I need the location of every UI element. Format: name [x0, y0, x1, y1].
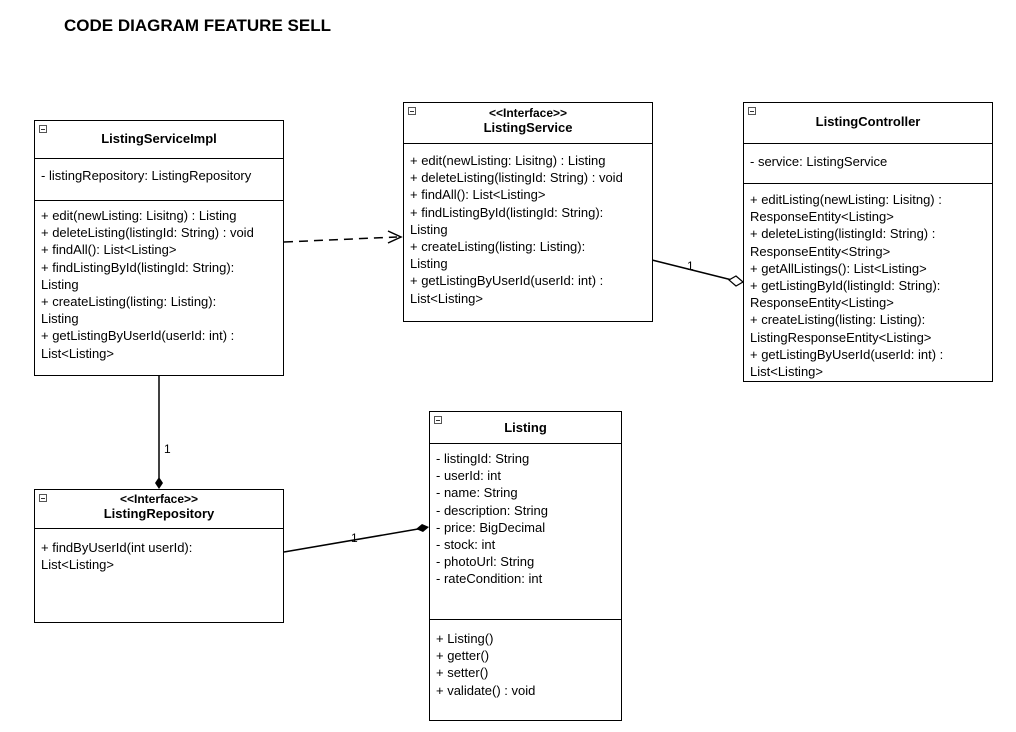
class-name: Listing — [504, 420, 547, 435]
multiplicity-service-controller: 1 — [687, 259, 694, 273]
class-name: ListingServiceImpl — [101, 131, 217, 146]
attribute: - price: BigDecimal — [436, 519, 546, 535]
attribute: - description: String — [436, 502, 548, 518]
collapse-icon[interactable] — [408, 107, 416, 115]
method: + getListingByUserId(userId: int) : List… — [410, 273, 604, 306]
realization-connector[interactable] — [283, 236, 398, 243]
aggregation-diamond — [727, 275, 745, 287]
methods-section: + Listing() + getter() + setter() + vali… — [430, 619, 621, 720]
multiplicity-repository-listing: 1 — [351, 531, 358, 545]
method: + Listing() — [436, 631, 494, 646]
class-listing-service-impl[interactable]: ListingServiceImpl - listingRepository: … — [34, 120, 284, 376]
realization-arrowhead — [387, 230, 403, 244]
composition-diamond-listing — [416, 524, 429, 532]
class-header: <<Interface>> ListingService — [404, 103, 652, 143]
method: + getAllListings(): List<Listing> — [750, 260, 927, 276]
interface-listing-repository[interactable]: <<Interface>> ListingRepository + findBy… — [34, 489, 284, 623]
method: + createListing(listing: Listing): Listi… — [41, 294, 217, 327]
attributes-section: - listingId: String - userId: int - name… — [430, 443, 621, 619]
attribute: - rateCondition: int — [436, 571, 543, 587]
class-header: ListingServiceImpl — [35, 121, 283, 158]
method: + deleteListing(listingId: String) : Res… — [750, 226, 936, 259]
methods-section: + edit(newListing: Lisitng) : Listing + … — [35, 200, 283, 375]
attribute: - listingId: String — [436, 451, 530, 466]
method: + getListingById(listingId: String): Res… — [750, 278, 941, 311]
attribute: - stock: int — [436, 537, 496, 553]
methods-section: + edit(newListing: Lisitng) : Listing + … — [404, 143, 652, 321]
diagram-title: CODE DIAGRAM FEATURE SELL — [64, 16, 331, 35]
method: + setter() — [436, 665, 489, 681]
class-name: ListingController — [815, 114, 921, 129]
attributes-section: - listingRepository: ListingRepository — [35, 158, 283, 200]
attribute: - service: ListingService — [750, 154, 888, 169]
method: + deleteListing(listingId: String) : voi… — [410, 170, 623, 186]
methods-section: + editListing(newListing: Lisitng) : Res… — [744, 183, 992, 381]
method: + edit(newListing: Lisitng) : Listing — [410, 153, 606, 168]
method: + getListingByUserId(userId: int) : List… — [41, 328, 235, 361]
class-name: ListingRepository — [103, 506, 215, 521]
method: + createListing(listing: Listing): Listi… — [410, 239, 586, 272]
class-header: ListingController — [744, 103, 992, 143]
class-listing-controller[interactable]: ListingController - service: ListingServ… — [743, 102, 993, 382]
method: + deleteListing(listingId: String) : voi… — [41, 225, 254, 241]
method: + findByUserId(int userId): List<Listing… — [41, 540, 193, 573]
method: + getListingByUserId(userId: int) : List… — [750, 346, 944, 380]
attribute: - photoUrl: String — [436, 554, 535, 570]
stereotype: <<Interface>> — [119, 492, 199, 506]
method: + getter() — [436, 648, 490, 664]
class-header: <<Interface>> ListingRepository — [35, 490, 283, 528]
attribute: - listingRepository: ListingRepository — [41, 168, 252, 183]
class-header: Listing — [430, 412, 621, 443]
attributes-section: - service: ListingService — [744, 143, 992, 183]
method: + validate() : void — [436, 682, 536, 698]
class-listing[interactable]: Listing - listingId: String - userId: in… — [429, 411, 622, 721]
multiplicity-impl-repository: 1 — [164, 442, 171, 456]
composition-diamond-repository — [155, 477, 163, 489]
attribute: - name: String — [436, 485, 518, 501]
repository-listing-connector[interactable] — [283, 528, 419, 553]
collapse-icon[interactable] — [434, 416, 442, 424]
attribute: - userId: int — [436, 468, 502, 484]
method: + findAll(): List<Listing> — [410, 187, 546, 203]
method: + editListing(newListing: Lisitng) : Res… — [750, 192, 942, 225]
collapse-icon[interactable] — [39, 494, 47, 502]
method: + findAll(): List<Listing> — [41, 242, 177, 258]
method: + findListingById(listingId: String): Li… — [41, 259, 235, 292]
methods-section: + findByUserId(int userId): List<Listing… — [35, 528, 283, 622]
class-name: ListingService — [483, 120, 573, 135]
collapse-icon[interactable] — [748, 107, 756, 115]
method: + edit(newListing: Lisitng) : Listing — [41, 208, 237, 223]
method: + findListingById(listingId: String): Li… — [410, 204, 604, 237]
stereotype: <<Interface>> — [488, 106, 568, 120]
collapse-icon[interactable] — [39, 125, 47, 133]
method: + createListing(listing: Listing): Listi… — [750, 312, 932, 345]
service-controller-connector[interactable] — [651, 259, 733, 281]
interface-listing-service[interactable]: <<Interface>> ListingService + edit(newL… — [403, 102, 653, 322]
